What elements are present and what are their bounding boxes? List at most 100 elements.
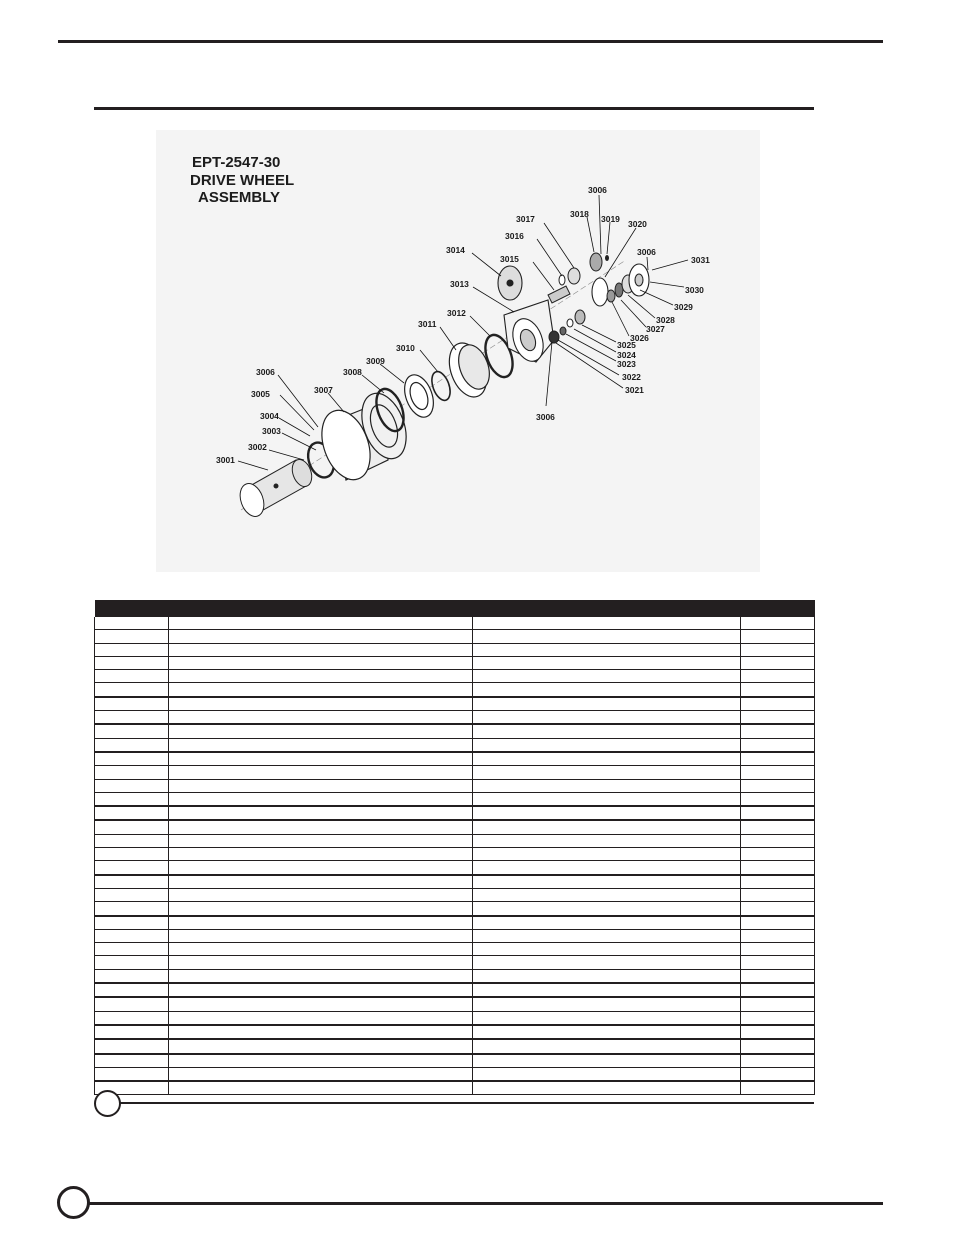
diagram-title-line-2: DRIVE WHEEL (190, 172, 295, 189)
table-cell (740, 656, 815, 671)
table-cell (94, 942, 169, 957)
table-cell (740, 997, 815, 1012)
table-cell (94, 696, 169, 712)
table-cell (740, 617, 815, 631)
table-cell (168, 765, 473, 780)
table-cell (168, 669, 473, 684)
table-cell (472, 806, 741, 822)
table-cell (94, 1024, 169, 1041)
table-cell (94, 751, 169, 767)
table-cell (168, 997, 473, 1012)
diagram-title-line-1: EPT-2547-30 (192, 154, 281, 171)
table-cell (472, 656, 741, 671)
table-cell (740, 1011, 815, 1026)
table-cell (740, 1053, 815, 1068)
table-cell (472, 696, 741, 712)
callout-3009: 3009 (366, 356, 385, 366)
parts-table (94, 600, 815, 1096)
table-row (94, 969, 815, 985)
table-cell (168, 1053, 473, 1068)
table-row (94, 1024, 815, 1041)
table-row (94, 942, 815, 957)
callout-3006-b: 3006 (588, 185, 607, 195)
callout-3001: 3001 (216, 455, 235, 465)
table-cell (472, 942, 741, 957)
part-bearing-3009 (404, 374, 434, 418)
table-row (94, 806, 815, 822)
callout-3023: 3023 (617, 359, 636, 369)
table-cell (472, 779, 741, 793)
table-cell (94, 929, 169, 944)
table-cell (94, 955, 169, 970)
table-row (94, 888, 815, 903)
callout-3029: 3029 (674, 302, 693, 312)
callout-3016: 3016 (505, 231, 524, 241)
table-cell (94, 682, 169, 698)
table-cell (94, 1011, 169, 1026)
table-row (94, 929, 815, 944)
callout-3004: 3004 (260, 411, 279, 421)
part-snap-ring-3010 (431, 370, 451, 402)
table-row (94, 1053, 815, 1068)
table-cell (94, 710, 169, 726)
table-cell (740, 983, 815, 999)
table-row (94, 792, 815, 808)
table-row (94, 765, 815, 780)
table-cell (168, 860, 473, 876)
table-cell (168, 617, 473, 631)
table-cell (94, 738, 169, 753)
part-hub (239, 458, 313, 517)
table-cell (472, 617, 741, 631)
table-cell (472, 682, 741, 698)
table-row (94, 738, 815, 753)
table-cell (94, 969, 169, 985)
table-cell (472, 834, 741, 849)
assembly-drawing: 3001 3002 3003 3004 3005 3006 3007 3008 … (216, 185, 710, 517)
table-row (94, 834, 815, 849)
table-cell (472, 874, 741, 889)
table-cell (740, 792, 815, 808)
callout-3019: 3019 (601, 214, 620, 224)
part-housing (503, 299, 555, 363)
table-cell (94, 617, 169, 631)
table-row (94, 710, 815, 726)
table-cell (94, 765, 169, 780)
table-footer-rule (106, 1102, 814, 1104)
table-cell (94, 806, 169, 822)
callout-3013: 3013 (450, 279, 469, 289)
table-cell (472, 888, 741, 903)
table-cell (740, 643, 815, 657)
table-cell (94, 669, 169, 684)
table-cell (168, 969, 473, 985)
callout-3010: 3010 (396, 343, 415, 353)
diagram-title-line-3: ASSEMBLY (198, 189, 280, 206)
part-gear-3014 (497, 265, 523, 301)
callout-3006-c: 3006 (637, 247, 656, 257)
callout-3007: 3007 (314, 385, 333, 395)
table-row (94, 860, 815, 876)
table-cell (168, 1011, 473, 1026)
table-cell (472, 669, 741, 684)
table-cell (168, 983, 473, 999)
table-cell (168, 1067, 473, 1083)
table-cell (740, 1039, 815, 1055)
table-cell (168, 929, 473, 944)
table-cell (472, 1081, 741, 1096)
callout-3006-a: 3006 (256, 367, 275, 377)
table-cell (472, 983, 741, 999)
table-cell (472, 860, 741, 876)
table-cell (168, 682, 473, 698)
table-cell (740, 1024, 815, 1041)
callout-3024: 3024 (617, 350, 636, 360)
callout-3015: 3015 (500, 254, 519, 264)
table-cell (740, 806, 815, 822)
table-cell (94, 724, 169, 739)
table-cell (740, 820, 815, 835)
table-cell (168, 792, 473, 808)
table-cell (472, 955, 741, 970)
callout-3018: 3018 (570, 209, 589, 219)
table-cell (472, 629, 741, 644)
table-row (94, 820, 815, 835)
table-cell (472, 820, 741, 835)
table-cell (94, 834, 169, 849)
